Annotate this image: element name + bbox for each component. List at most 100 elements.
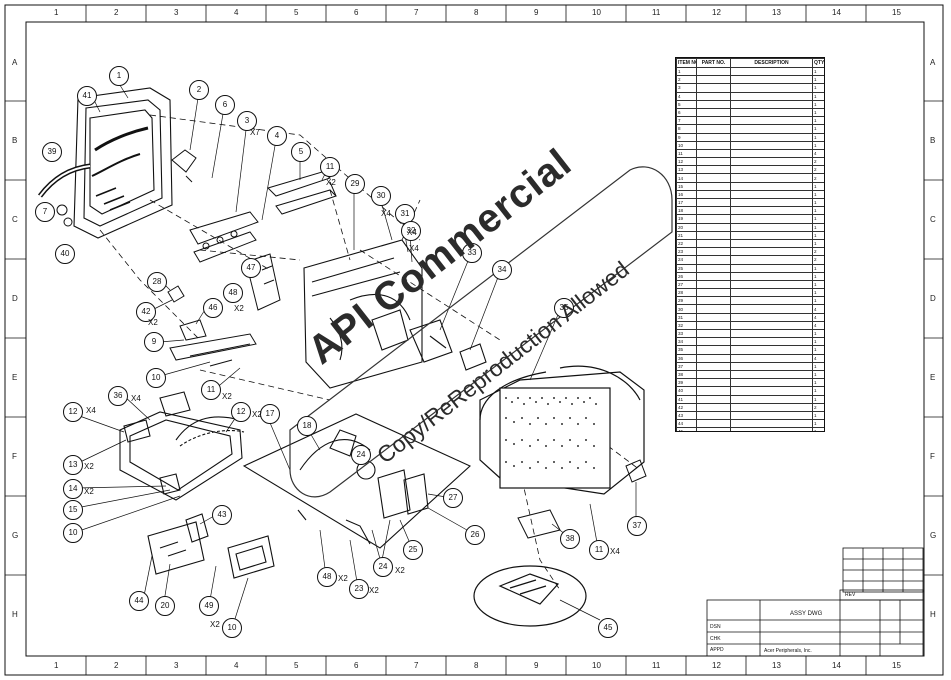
ruler-top-14: 14 (832, 8, 841, 17)
bom-cell-item: 7 (676, 116, 697, 126)
bom-table: ITEM NO. PART NO. DESCRIPTION QTY 112131… (676, 58, 824, 431)
ruler-top-2: 2 (114, 8, 119, 17)
bom-cell-description (730, 312, 813, 322)
ruler-top-4: 4 (234, 8, 239, 17)
ruler-left-G: G (12, 531, 19, 540)
bom-cell-part (696, 206, 731, 216)
bom-cell-part (696, 279, 731, 290)
ruler-top-1: 1 (54, 8, 59, 17)
bom-cell-item: 6 (676, 107, 697, 118)
bom-cell-item: 2 (676, 75, 697, 85)
bom-header-part: PART NO. (696, 58, 731, 68)
bom-cell-part (696, 238, 731, 249)
front-bezel (73, 87, 173, 239)
mult-12-right: X2 (252, 410, 262, 419)
lower-parts (147, 513, 275, 579)
ruler-top-5: 5 (294, 8, 299, 17)
callout-17: 17 (260, 404, 280, 424)
ruler-right-B: B (930, 136, 936, 145)
bom-cell-description (730, 189, 813, 200)
tilt-swivel-base (473, 565, 587, 627)
bom-cell-part (696, 181, 731, 191)
bom-cell-qty: 1 (812, 288, 824, 298)
callout-41: 41 (77, 86, 97, 106)
bom-cell-item: 22 (676, 238, 697, 249)
bom-header-row: ITEM NO. PART NO. DESCRIPTION QTY (676, 58, 824, 68)
bom-cell-item: 4 (676, 91, 697, 101)
bom-cell-part (696, 386, 731, 396)
bom-cell-item: 29 (676, 296, 697, 306)
title-block-appd: APPD (710, 647, 724, 653)
mult-14: X2 (84, 487, 94, 496)
bom-cell-qty: 1 (812, 206, 824, 216)
ruler-top-11: 11 (652, 8, 661, 17)
bom-cell-description (730, 116, 813, 126)
bom-cell-part (696, 410, 731, 421)
bom-cell-item: 39 (676, 378, 697, 388)
bom-cell-item: 21 (676, 230, 697, 240)
bom-cell-qty: 2 (812, 402, 824, 412)
callout-27: 27 (443, 488, 463, 508)
mult-31: X4 (407, 228, 417, 237)
mult-13: X2 (84, 462, 94, 471)
bom-cell-qty: 1 (812, 140, 824, 150)
bom-cell-description (730, 75, 813, 85)
outer-border (4, 4, 944, 676)
bom-cell-part (696, 214, 731, 224)
bar-part-5 (267, 171, 337, 215)
bom-cell-item: 31 (676, 312, 697, 322)
ruler-bottom-2: 2 (114, 661, 119, 670)
bom-cell-part (696, 312, 731, 322)
callout-9: 9 (144, 332, 164, 352)
bom-cell-part (696, 124, 731, 134)
bom-cell-qty: 1 (812, 99, 824, 109)
callout-5: 5 (291, 142, 311, 162)
mid-left-brackets (167, 285, 257, 367)
ruler-left-F: F (12, 452, 17, 461)
callout-35: 35 (554, 298, 574, 318)
ruler-right-D: D (930, 294, 936, 303)
bom-cell-description (730, 263, 813, 273)
bom-cell-part (696, 230, 731, 240)
bom-cell-qty: 1 (812, 189, 824, 200)
ruler-bottom-10: 10 (592, 661, 601, 670)
bom-cell-item: 30 (676, 304, 697, 314)
bom-cell-description (730, 255, 813, 265)
callout-12-right: 12 (231, 402, 251, 422)
callout-37: 37 (627, 516, 647, 536)
bom-cell-item: 28 (676, 288, 697, 298)
bill-of-materials: ITEM NO. PART NO. DESCRIPTION QTY 112131… (675, 57, 825, 432)
bom-cell-part (696, 132, 731, 142)
ruler-left-C: C (12, 215, 18, 224)
bom-cell-description (730, 378, 813, 388)
bom-cell-description (730, 288, 813, 298)
bom-cell-description (730, 91, 813, 101)
bom-cell-item: 3 (676, 83, 697, 93)
bom-cell-qty: 1 (812, 279, 824, 290)
bom-cell-description (730, 206, 813, 216)
bom-cell-description (730, 328, 813, 339)
bom-cell-item: 35 (676, 345, 697, 355)
bom-cell-description (730, 214, 813, 224)
callout-12-left: 12 (63, 402, 83, 422)
mult-49: X2 (210, 620, 220, 629)
bom-cell-item: 16 (676, 189, 697, 200)
title-block-rev: REV (845, 592, 856, 598)
bom-cell-qty: 4 (812, 353, 824, 363)
bom-row: 16 1 (676, 189, 824, 200)
ruler-top-8: 8 (474, 8, 479, 17)
bom-cell-description (730, 427, 813, 431)
callout-10-mid: 10 (146, 368, 166, 388)
